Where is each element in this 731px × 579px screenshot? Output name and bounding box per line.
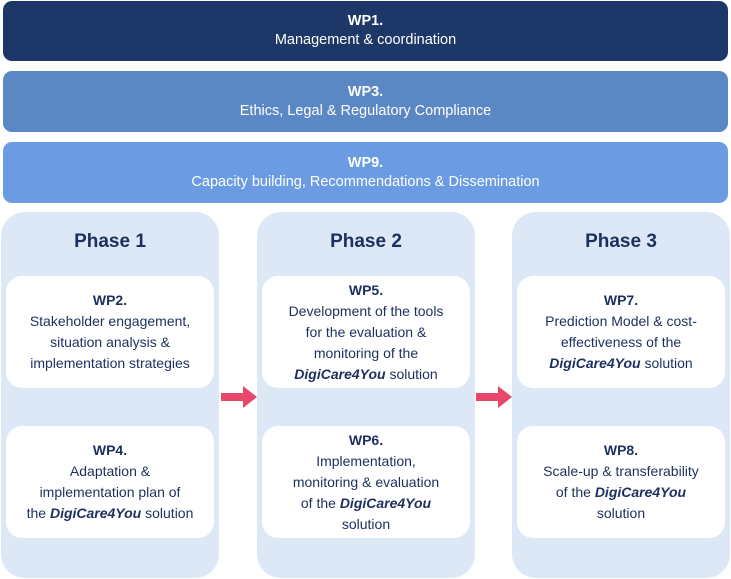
wp5-card: WP5. Development of the tools for the ev… [262,276,470,388]
wp4-card: WP4. Adaptation & implementation plan of… [6,426,214,538]
phase-1-title: Phase 1 [74,231,146,252]
wp3-bar: WP3. Ethics, Legal & Regulatory Complian… [3,71,728,132]
wp2-line-3: implementation strategies [30,355,190,371]
wp8-card: WP8. Scale-up & transferability of the D… [517,426,725,538]
wp6-card: WP6. Implementation, monitoring & evalua… [262,426,470,538]
wp6-line-3-pre: of the [300,494,340,511]
wp8-line-2: of the DigiCare4You [523,482,719,503]
phase-2-panel: Phase 2 WP5. Development of the tools fo… [257,212,475,578]
wp1-bar: WP1. Management & coordination [3,1,728,61]
wp8-line-3: solution [596,505,646,521]
wp6-line-3: of the DigiCare4You [268,493,464,514]
wp6-line-4: solution [341,515,391,532]
wp8-brand: DigiCare4You [594,484,687,500]
wp4-line-3: the DigiCare4You solution [12,503,208,524]
wp2-card: WP2. Stakeholder engagement, situation a… [6,276,214,388]
wp7-line-3-post: solution [640,355,693,371]
wp8-line-2-pre: of the [555,484,595,500]
wp4-line-2: implementation plan of [39,484,181,500]
wp7-line-3: DigiCare4You solution [523,353,719,374]
wp1-title: Management & coordination [274,32,457,48]
wp5-line-1: Development of the tools [288,302,444,319]
wp7-line-1: Prediction Model & cost- [545,313,697,329]
wp7-brand: DigiCare4You [549,355,641,371]
wp2-code: WP2. [92,292,128,308]
wp5-code: WP5. [348,281,384,298]
wp1-code: WP1. [347,13,384,29]
wp6-code: WP6. [348,431,384,448]
wp2-line-1: Stakeholder engagement, [29,313,191,329]
wp4-code: WP4. [92,442,128,458]
wp9-title: Capacity building, Recommendations & Dis… [191,173,540,190]
phase-3-panel: Phase 3 WP7. Prediction Model & cost- ef… [512,212,730,578]
arrow-right-icon [221,386,257,408]
wp6-brand: DigiCare4You [339,494,432,511]
wp8-code: WP8. [603,442,639,458]
phase-2-title: Phase 2 [330,231,402,252]
wp9-bar: WP9. Capacity building, Recommendations … [3,142,728,203]
wp7-card: WP7. Prediction Model & cost- effectiven… [517,276,725,388]
wp5-line-3: monitoring of the [313,344,419,361]
wp3-code: WP3. [347,83,384,100]
phase-3-title: Phase 3 [585,231,657,252]
arrow-right-icon [476,386,512,408]
wp5-line-4-post: solution [385,365,438,382]
wp3-title: Ethics, Legal & Regulatory Compliance [239,102,492,119]
wp7-code: WP7. [603,292,639,308]
wp7-line-2: effectiveness of the [560,334,682,350]
wp5-brand: DigiCare4You [294,365,386,382]
wp9-code: WP9. [347,154,384,171]
wp5-line-4: DigiCare4You solution [268,364,464,385]
phase-1-panel: Phase 1 WP2. Stakeholder engagement, sit… [1,212,219,578]
wp4-line-1: Adaptation & [69,463,151,479]
wp4-brand: DigiCare4You [49,505,142,521]
wp8-line-1: Scale-up & transferability [543,463,699,479]
wp4-line-3-post: solution [141,505,194,521]
wp2-line-2: situation analysis & [50,334,170,350]
wp6-line-2: monitoring & evaluation [292,473,440,490]
wp6-line-1: Implementation, [316,452,416,469]
wp5-line-2: for the evaluation & [305,323,427,340]
wp4-line-3-pre: the [26,505,50,521]
